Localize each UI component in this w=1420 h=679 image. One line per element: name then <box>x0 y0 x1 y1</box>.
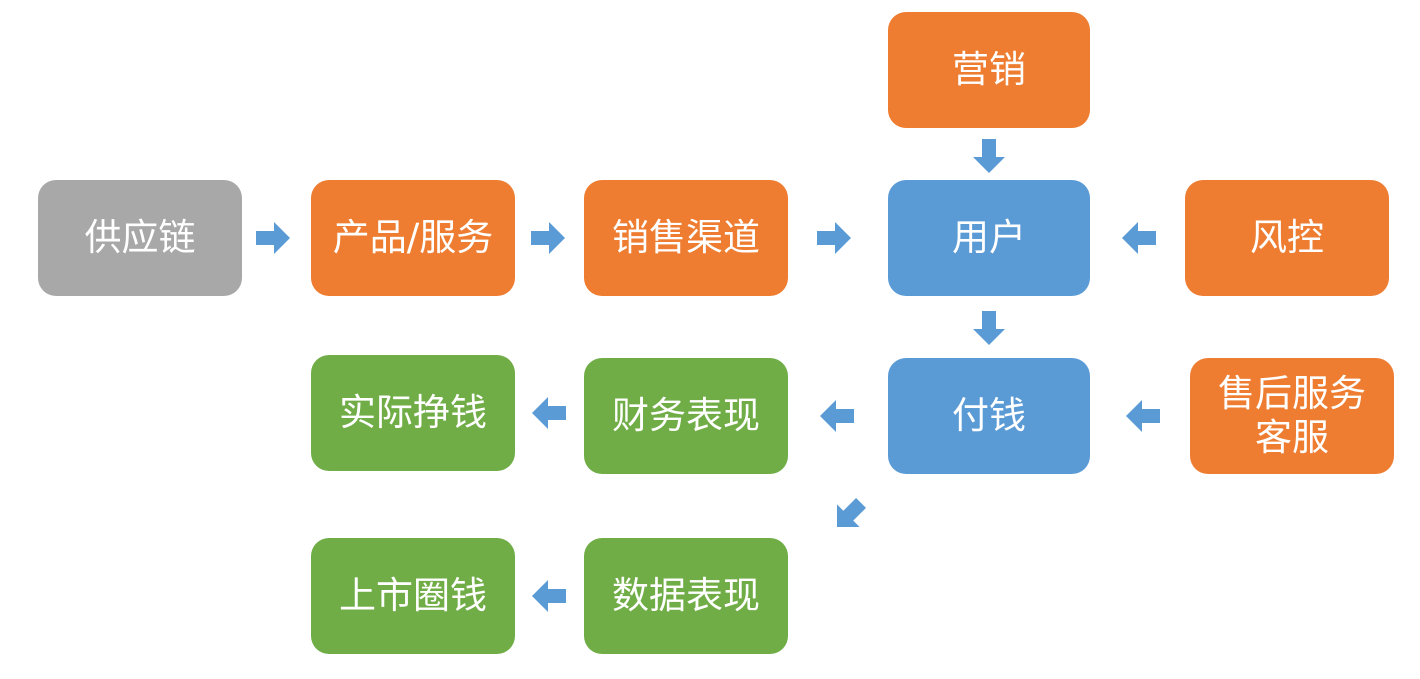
node-finance-performance-label: 财务表现 <box>612 393 760 437</box>
node-user-label: 用户 <box>952 215 1026 259</box>
node-finance-performance: 财务表现 <box>584 358 788 474</box>
arrow-down-icon <box>970 137 1008 175</box>
arrow-down-icon <box>970 309 1008 347</box>
arrow-left-icon <box>530 577 568 615</box>
node-risk-control: 风控 <box>1185 180 1389 296</box>
arrow-left-icon <box>818 397 856 435</box>
node-data-performance: 数据表现 <box>584 538 788 654</box>
arrow-left-icon <box>1120 219 1158 257</box>
node-after-sales: 售后服务 客服 <box>1190 358 1394 474</box>
node-real-profit-label: 实际挣钱 <box>339 390 487 434</box>
node-payment: 付钱 <box>888 358 1090 474</box>
node-marketing-label: 营销 <box>952 47 1026 91</box>
arrow-left-icon <box>530 394 568 432</box>
node-marketing: 营销 <box>888 12 1090 128</box>
node-ipo-money-label: 上市圈钱 <box>339 573 487 617</box>
node-real-profit: 实际挣钱 <box>311 355 515 471</box>
arrow-right-icon <box>529 219 567 257</box>
node-after-sales-label-line1: 售后服务 <box>1218 371 1366 415</box>
arrow-down-left-icon <box>830 496 868 534</box>
node-data-performance-label: 数据表现 <box>612 573 760 617</box>
arrow-right-icon <box>815 219 853 257</box>
node-sales-channel: 销售渠道 <box>584 180 788 296</box>
node-supply-chain-label: 供应链 <box>84 215 196 259</box>
node-product-service: 产品/服务 <box>311 180 515 296</box>
node-risk-control-label: 风控 <box>1250 215 1324 259</box>
arrow-left-icon <box>1124 397 1162 435</box>
node-after-sales-label-line2: 客服 <box>1255 416 1329 459</box>
node-ipo-money: 上市圈钱 <box>311 538 515 654</box>
node-sales-channel-label: 销售渠道 <box>612 215 760 259</box>
node-user: 用户 <box>888 180 1090 296</box>
node-payment-label: 付钱 <box>952 393 1026 437</box>
node-supply-chain: 供应链 <box>38 180 242 296</box>
node-product-service-label: 产品/服务 <box>332 215 494 259</box>
arrow-right-icon <box>254 219 292 257</box>
